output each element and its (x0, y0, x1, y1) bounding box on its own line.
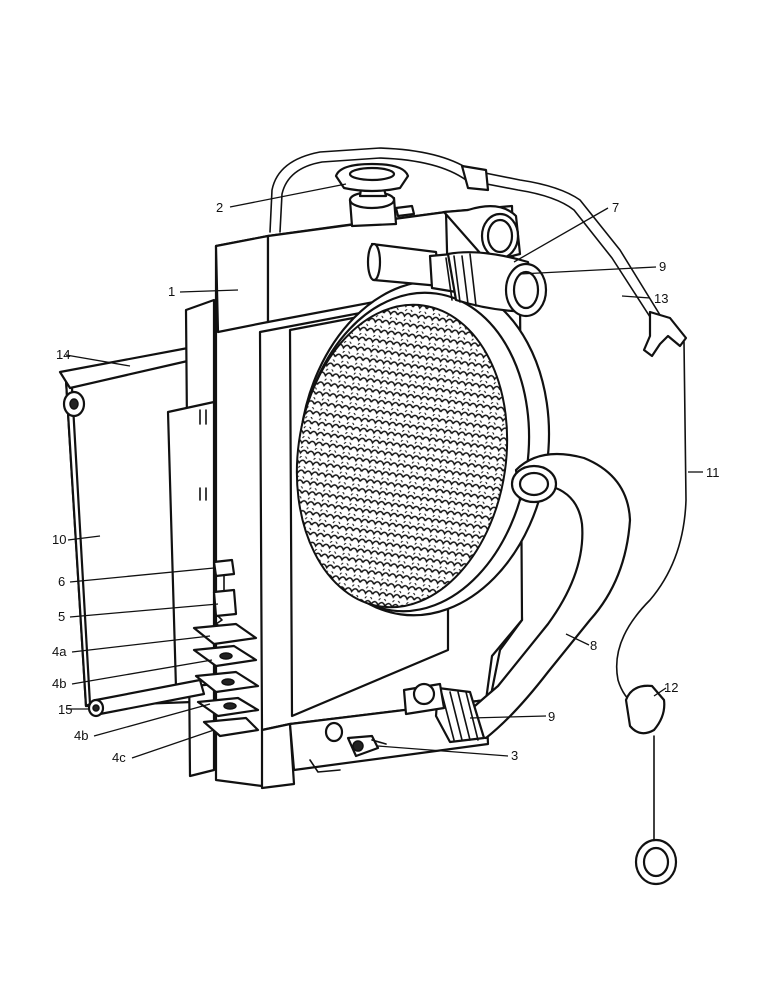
bottom-support-rod (87, 678, 206, 718)
callout-8: 8 (590, 638, 597, 653)
callout-9-lower: 9 (548, 709, 555, 724)
filler-cap-assembly (334, 162, 416, 228)
callout-4c: 4c (112, 750, 126, 765)
callout-5: 5 (58, 609, 65, 624)
fan-cowl (295, 279, 551, 617)
callout-4b-lower: 4b (74, 728, 88, 743)
callout-4b-upper: 4b (52, 676, 66, 691)
leader-lines (65, 183, 703, 759)
callout-13: 13 (654, 291, 668, 306)
overflow-pipe (269, 147, 661, 321)
callout-10: 10 (52, 532, 66, 547)
callout-2: 2 (216, 200, 223, 215)
drain-tap (324, 721, 387, 758)
radiator-core (295, 303, 509, 609)
callout-14: 14 (56, 347, 70, 362)
callout-1: 1 (168, 284, 175, 299)
callout-3: 3 (511, 748, 518, 763)
callout-15: 15 (58, 702, 72, 717)
mounting-hardware (192, 558, 260, 738)
upper-hose (366, 242, 548, 318)
callout-12: 12 (664, 680, 678, 695)
callout-labels: 1 2 3 4a 4b 4b 4c 5 6 7 8 9 9 10 11 12 1… (52, 200, 720, 765)
pipe-clip (642, 310, 688, 358)
callout-6: 6 (58, 574, 65, 589)
callout-7: 7 (612, 200, 619, 215)
callout-11: 11 (706, 465, 720, 480)
drain-cable (615, 341, 687, 886)
callout-4a: 4a (52, 644, 67, 659)
lower-hose-clip (402, 682, 486, 744)
lower-hose (444, 452, 632, 740)
callout-9-upper: 9 (659, 259, 666, 274)
